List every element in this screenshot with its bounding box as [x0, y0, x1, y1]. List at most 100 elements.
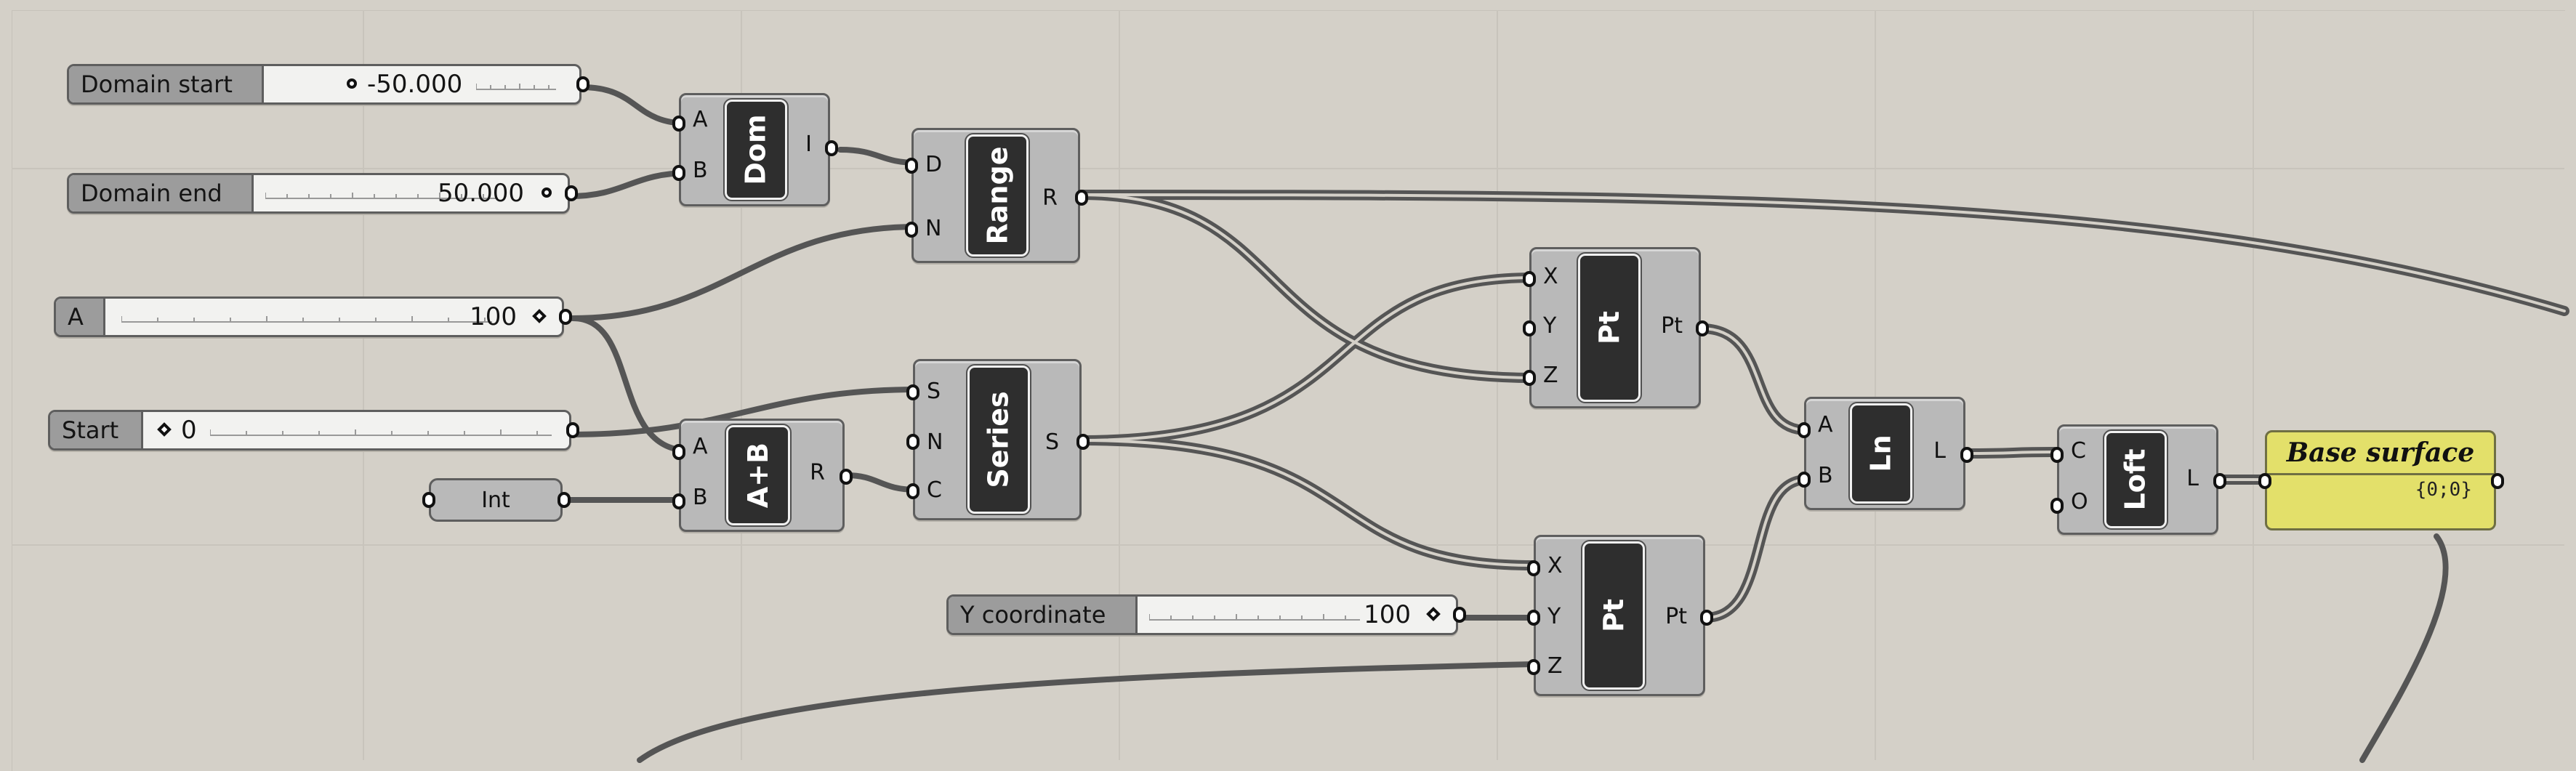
slider-track — [121, 316, 492, 323]
input-grip[interactable] — [672, 493, 685, 509]
wire-series-pt1x — [1076, 273, 1539, 445]
input-grip[interactable] — [905, 158, 918, 174]
input-label: Z — [1543, 363, 1558, 388]
component-core: Dom — [723, 98, 789, 201]
input-grip[interactable] — [2258, 473, 2271, 489]
input-grip[interactable] — [906, 434, 919, 450]
output-grip[interactable] — [1076, 434, 1090, 450]
input-grip[interactable] — [906, 384, 919, 400]
output-label: I — [805, 132, 812, 157]
output-label: R — [1042, 185, 1058, 211]
slider-value: -50.000 — [367, 70, 463, 99]
input-grip[interactable] — [1523, 320, 1536, 336]
slider-domain-end[interactable]: Domain end 50.000 — [67, 173, 578, 214]
output-grip[interactable] — [576, 76, 589, 92]
output-grip[interactable] — [2213, 473, 2226, 489]
slider-track — [265, 193, 498, 199]
output-grip[interactable] — [2491, 473, 2504, 489]
wire-pt2-ln — [1700, 475, 1812, 623]
input-label: Z — [1547, 653, 1563, 679]
input-label: Y — [1543, 313, 1557, 339]
input-grip[interactable] — [672, 165, 685, 181]
input-label: Y — [1547, 604, 1561, 629]
wire-panel-down — [2359, 533, 2449, 763]
output-grip[interactable] — [558, 492, 571, 508]
component-core: Range — [965, 133, 1030, 258]
circle-icon — [347, 78, 357, 89]
component-name: A+B — [742, 442, 774, 509]
component-loft[interactable]: C O Loft L — [2050, 424, 2226, 535]
input-label: S — [927, 379, 941, 404]
component-name: Range — [981, 146, 1013, 245]
component-point-1[interactable]: X Y Z Pt Pt — [1523, 247, 1709, 408]
component-core: A+B — [725, 424, 792, 527]
circle-icon — [542, 187, 552, 198]
output-label: L — [2186, 466, 2199, 491]
output-grip[interactable] — [1075, 190, 1088, 206]
input-label: A — [693, 434, 708, 459]
slider-track — [476, 84, 556, 90]
input-grip[interactable] — [672, 116, 685, 132]
output-grip[interactable] — [1700, 610, 1713, 626]
slider-y-coordinate[interactable]: Y coordinate 100 — [946, 594, 1466, 635]
input-grip[interactable] — [2050, 498, 2064, 514]
component-core: Loft — [2103, 429, 2168, 530]
component-point-2[interactable]: X Y Z Pt Pt — [1527, 535, 1713, 696]
input-grip[interactable] — [1798, 422, 1811, 438]
input-label: C — [2071, 438, 2086, 464]
output-grip[interactable] — [1453, 607, 1466, 623]
output-label: Pt — [1665, 604, 1687, 629]
input-grip[interactable] — [1523, 271, 1536, 287]
int-param-label: Int — [481, 487, 510, 513]
component-line[interactable]: A B Ln L — [1798, 397, 1973, 510]
component-core: Ln — [1848, 402, 1914, 505]
input-label: A — [693, 107, 708, 132]
component-addition[interactable]: A B A+B R — [672, 419, 853, 532]
output-grip[interactable] — [825, 140, 838, 156]
output-label: Pt — [1661, 313, 1683, 339]
component-range[interactable]: D N Range R — [905, 128, 1088, 263]
slider-domain-start[interactable]: Domain start -50.000 — [67, 64, 589, 105]
input-grip[interactable] — [1798, 472, 1811, 488]
slider-value: 100 — [470, 302, 517, 331]
input-grip[interactable] — [906, 483, 919, 499]
wire-series-pt2x — [1076, 435, 1539, 570]
panel-base-surface[interactable]: Base surface {0;0} — [2258, 430, 2504, 530]
wire-a-add — [570, 315, 692, 453]
input-grip[interactable] — [1527, 560, 1540, 576]
output-grip[interactable] — [1696, 320, 1709, 336]
input-grip[interactable] — [422, 492, 435, 508]
output-label: R — [810, 460, 825, 485]
input-grip[interactable] — [672, 444, 685, 460]
int-param[interactable]: Int — [422, 478, 571, 522]
slider-start[interactable]: Start 0 — [48, 410, 579, 451]
slider-a[interactable]: A 100 — [54, 296, 572, 337]
component-dom[interactable]: A B Dom I — [672, 93, 838, 206]
input-grip[interactable] — [905, 222, 918, 238]
slider-value: 0 — [181, 416, 197, 445]
component-name: Ln — [1865, 435, 1897, 472]
canvas-grid — [12, 10, 2564, 760]
output-grip[interactable] — [840, 469, 853, 485]
component-name: Dom — [740, 114, 772, 185]
input-label: X — [1547, 553, 1563, 578]
diamond-icon — [532, 309, 547, 323]
component-series[interactable]: S N C Series S — [906, 359, 1090, 520]
output-grip[interactable] — [559, 309, 572, 325]
slider-value: 50.000 — [438, 179, 524, 208]
output-grip[interactable] — [566, 422, 579, 438]
diamond-icon — [1426, 607, 1441, 621]
slider-label: Start — [50, 412, 143, 448]
panel-content: {0;0} — [2415, 479, 2472, 501]
output-label: S — [1045, 429, 1059, 455]
output-grip[interactable] — [1960, 447, 1973, 463]
input-grip[interactable] — [1527, 659, 1540, 675]
component-name: Pt — [1597, 598, 1630, 633]
slider-value: 100 — [1364, 600, 1411, 629]
output-grip[interactable] — [565, 185, 578, 201]
input-grip[interactable] — [1523, 370, 1536, 386]
output-label: L — [1933, 438, 1946, 464]
input-grip[interactable] — [1527, 610, 1540, 626]
input-grip[interactable] — [2050, 447, 2064, 463]
